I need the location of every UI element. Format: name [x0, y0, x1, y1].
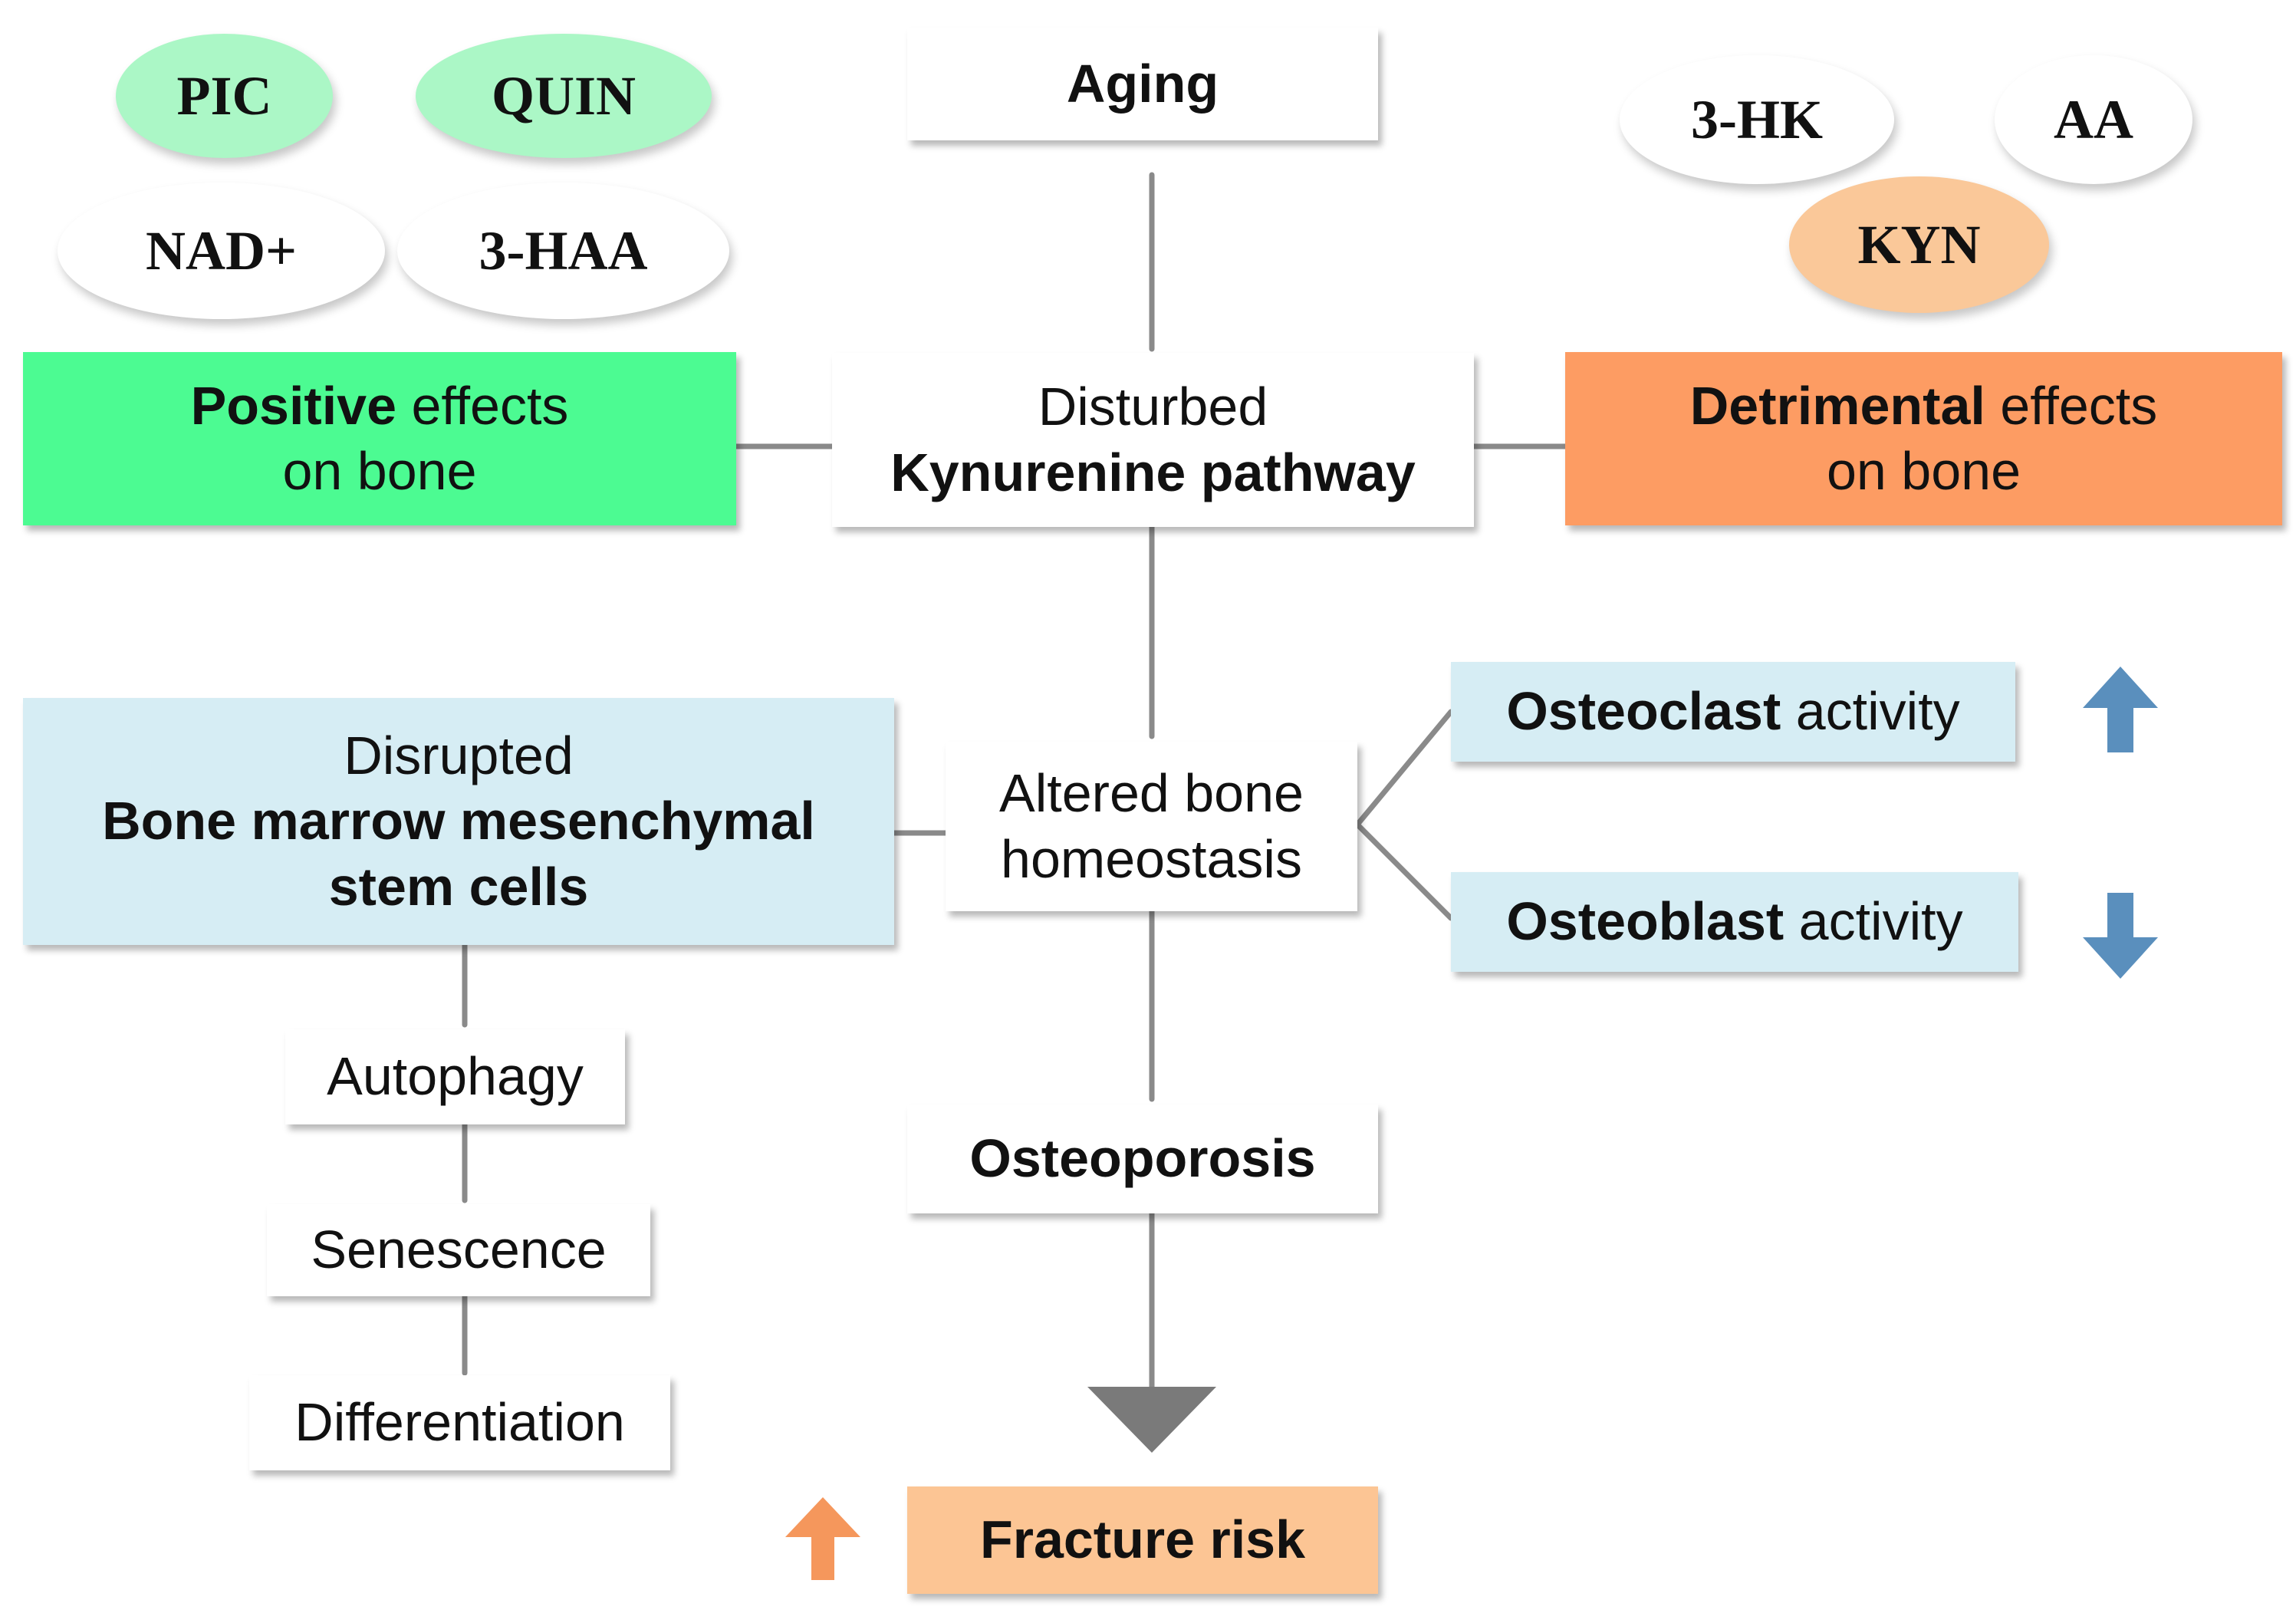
osteoblast-down-arrow-icon [2083, 893, 2158, 979]
homeostasis-to-osteoclast-line [1354, 709, 1454, 828]
fracture-risk-label: Fracture risk [979, 1509, 1306, 1570]
positive-effects-box: Positive effects on bone [23, 352, 736, 525]
osteoblast-label-rest: activity [1784, 891, 1963, 952]
fracture-risk-box: Fracture risk [907, 1486, 1378, 1594]
positive-label-rest: effects [396, 375, 569, 436]
bmsc-line3: stem cells [328, 856, 589, 917]
detrimental-label-rest: effects [1985, 375, 2158, 436]
detrimental-effects-box: Detrimental effects on bone [1565, 352, 2282, 525]
autophagy-label: Autophagy [327, 1046, 584, 1107]
differentiation-box: Differentiation [249, 1375, 670, 1470]
homeostasis-line2: homeostasis [1001, 828, 1302, 889]
kp-line1: Disturbed [1038, 377, 1268, 437]
metabolite-3-haa: 3-HAA [397, 183, 729, 319]
osteoblast-label-bold: Osteoblast [1506, 891, 1784, 952]
bmsc-box: Disrupted Bone marrow mesenchymal stem c… [23, 698, 894, 945]
osteoclast-label-rest: activity [1781, 681, 1960, 742]
kynurenine-pathway-box: Disturbed Kynurenine pathway [832, 353, 1474, 527]
autophagy-box: Autophagy [285, 1029, 625, 1124]
aging-label: Aging [1066, 53, 1219, 114]
homeostasis-line1: Altered bone [999, 763, 1304, 824]
metabolite-nad: NAD+ [58, 183, 385, 319]
metabolite-pic: PIC [116, 34, 333, 158]
osteoclast-activity-box: Osteoclast activity [1451, 662, 2015, 762]
bone-homeostasis-box: Altered bone homeostasis [946, 742, 1357, 911]
osteoblast-activity-box: Osteoblast activity [1451, 872, 2018, 972]
aging-box: Aging [907, 28, 1378, 140]
bmsc-line1: Disrupted [344, 725, 574, 785]
metabolite-aa: AA [1995, 55, 2192, 184]
osteoporosis-box: Osteoporosis [907, 1104, 1378, 1213]
metabolite-quin: QUIN [416, 34, 712, 158]
osteoclast-label-bold: Osteoclast [1506, 681, 1781, 742]
positive-label-bold: Positive [190, 375, 397, 436]
metabolite-kyn: KYN [1789, 176, 2049, 313]
differentiation-label: Differentiation [294, 1392, 625, 1453]
homeostasis-to-osteoblast-line [1354, 821, 1454, 921]
kp-line2: Kynurenine pathway [890, 442, 1416, 502]
senescence-box: Senescence [267, 1204, 650, 1296]
fracture-up-arrow-icon [785, 1497, 860, 1580]
detrimental-label-bold: Detrimental [1689, 375, 1985, 436]
positive-label-line2: on bone [282, 441, 477, 501]
osteoporosis-label: Osteoporosis [969, 1128, 1316, 1189]
bmsc-line2: Bone marrow mesenchymal [102, 791, 815, 851]
fracture-arrowhead [1087, 1387, 1216, 1453]
detrimental-label-line2: on bone [1826, 441, 2021, 501]
senescence-label: Senescence [311, 1220, 607, 1280]
metabolite-3-hk: 3-HK [1620, 55, 1894, 184]
osteoclast-up-arrow-icon [2083, 667, 2158, 752]
